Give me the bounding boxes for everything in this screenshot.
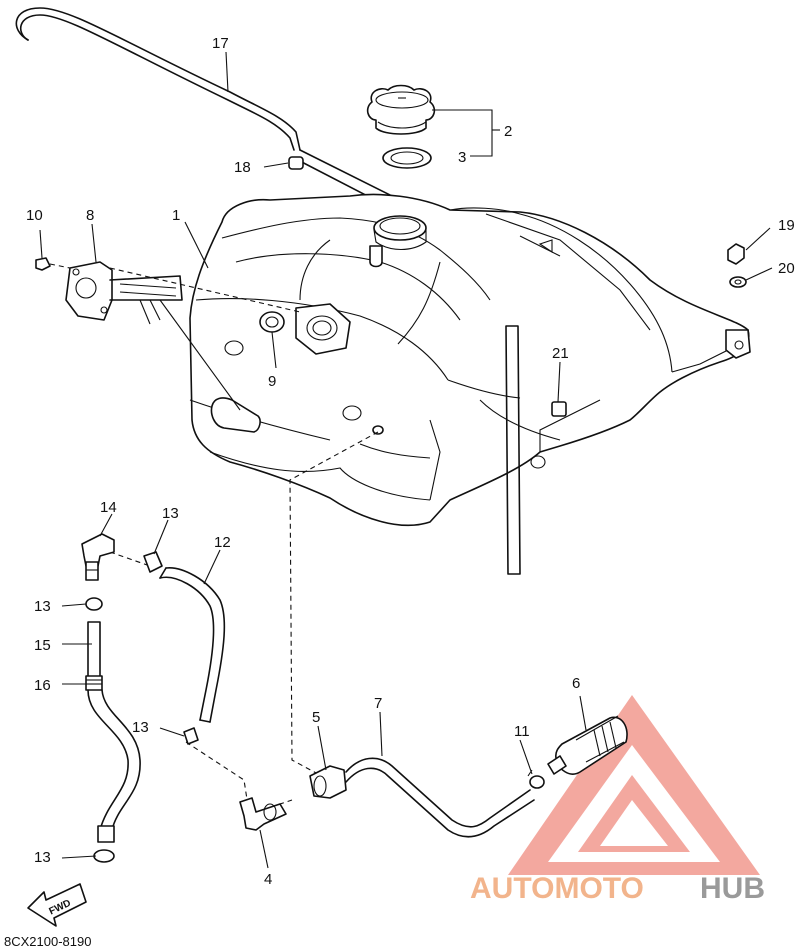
leader-2-3 (432, 109, 500, 157)
callout-18: 18 (234, 159, 251, 176)
watermark-part1: AUTOMOTO (470, 872, 644, 905)
callout-1: 1 (172, 207, 180, 224)
routing-lines (109, 431, 379, 811)
fuel-hose-7 (345, 757, 535, 838)
callout-13-mid: 13 (132, 719, 149, 736)
callout-7: 7 (374, 695, 382, 712)
callout-11: 11 (514, 723, 530, 740)
damper-21 (551, 401, 567, 417)
fuel-cap-2 (366, 84, 436, 135)
callout-13-left: 13 (34, 598, 51, 615)
clamp-13-top (143, 551, 163, 573)
nut-19 (727, 243, 745, 265)
callout-2: 2 (504, 123, 512, 140)
callout-8: 8 (86, 207, 94, 224)
drain-hose (87, 689, 141, 843)
clamp-13-bottom (93, 849, 115, 863)
fuel-sender-8 (65, 261, 301, 411)
callout-6: 6 (572, 675, 580, 692)
cap-gasket-3 (382, 147, 432, 169)
clamp-11 (527, 769, 545, 789)
joint-4 (239, 797, 287, 831)
watermark-logo-triangle (508, 695, 760, 875)
callout-13-bottom: 13 (34, 849, 51, 866)
callout-4: 4 (264, 871, 272, 888)
callout-9: 9 (268, 373, 276, 390)
callout-14: 14 (100, 499, 117, 516)
clamp-13-left (85, 597, 103, 611)
callout-13-top: 13 (162, 505, 179, 522)
grommet-9 (259, 311, 285, 333)
pipe-15 (87, 621, 101, 681)
bolt-10 (35, 257, 71, 271)
callout-3: 3 (458, 149, 466, 166)
fuel-filter-6 (547, 715, 628, 775)
hose-12 (159, 567, 226, 723)
drawing-code: 8CX2100-8190 (4, 934, 91, 949)
washer-20 (729, 276, 747, 288)
callout-16: 16 (34, 677, 51, 694)
callout-10: 10 (26, 207, 43, 224)
clamp-13-mid (183, 727, 199, 745)
fwd-arrow: FWD (27, 883, 87, 927)
callout-numbers: 17 2 3 18 10 8 1 19 20 9 21 14 13 12 13 … (26, 35, 795, 888)
fuel-cock-5 (309, 765, 347, 799)
callout-12: 12 (214, 534, 231, 551)
callout-19: 19 (778, 217, 795, 234)
breather-pipe (505, 325, 521, 575)
callout-21: 21 (552, 345, 569, 362)
callout-5: 5 (312, 709, 320, 726)
watermark-text: AUTOMOTO HUB (470, 872, 765, 905)
elbow-14 (81, 533, 115, 581)
callout-15: 15 (34, 637, 51, 654)
callout-20: 20 (778, 260, 795, 277)
watermark-part2: HUB (700, 872, 765, 905)
fuel-tank-1 (189, 193, 751, 526)
callout-17: 17 (212, 35, 229, 52)
protector-16 (85, 675, 103, 691)
clamp-18 (288, 156, 304, 170)
leader-lines (39, 51, 773, 869)
